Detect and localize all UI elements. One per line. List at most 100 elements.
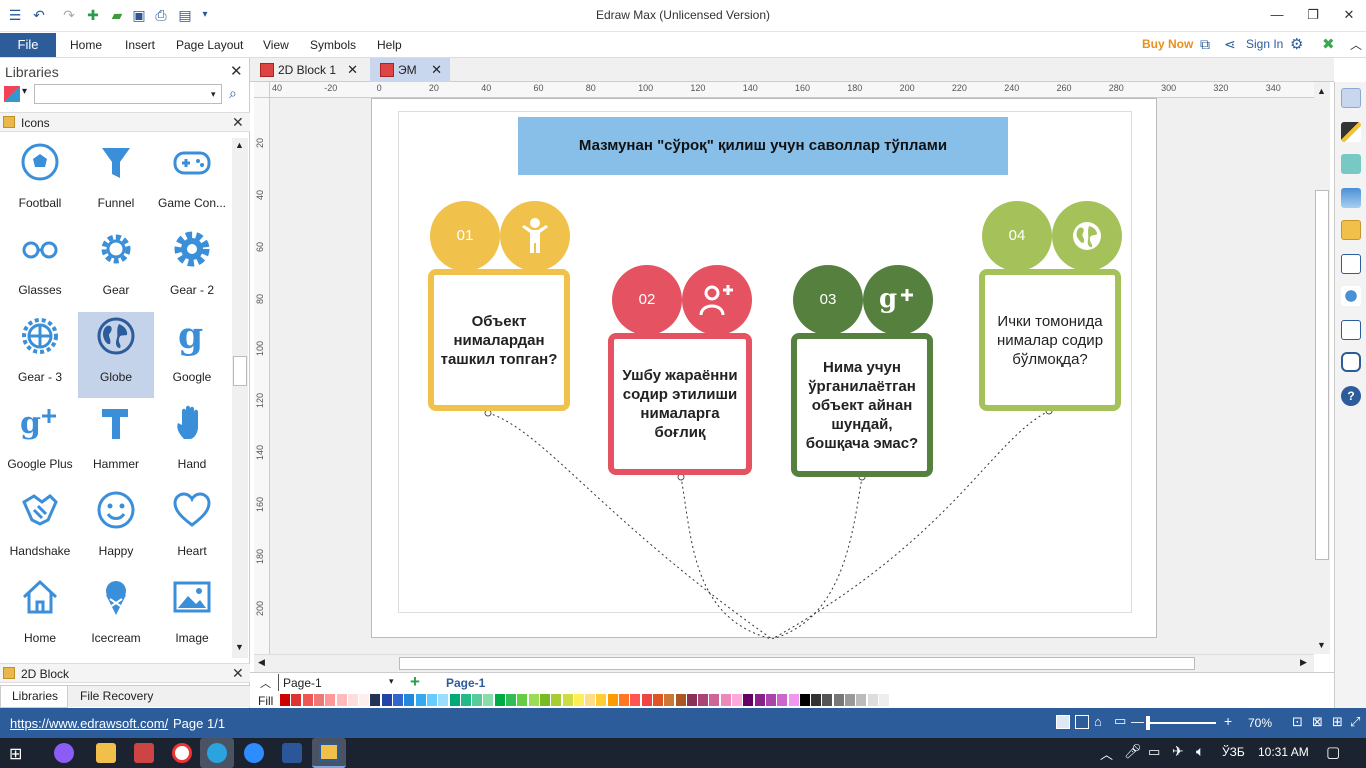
color-swatch[interactable] bbox=[777, 694, 788, 706]
step-2-number-circle[interactable]: 02 bbox=[612, 265, 682, 335]
zoom-out-icon[interactable]: — bbox=[1131, 714, 1144, 729]
page-tab[interactable]: Page-1 bbox=[446, 676, 486, 690]
doc-tab-2d-block-1[interactable]: 2D Block 1 ✕ bbox=[250, 58, 366, 82]
color-swatch[interactable] bbox=[619, 694, 629, 706]
yandex-browser-icon[interactable] bbox=[172, 743, 192, 763]
addons-icon[interactable]: ✖ bbox=[1322, 36, 1335, 53]
color-swatch[interactable] bbox=[426, 694, 437, 706]
doc-tab-em[interactable]: ЭМ ✕ bbox=[370, 58, 450, 82]
color-swatch[interactable] bbox=[562, 694, 573, 706]
library-item-game-con[interactable]: Game Con... bbox=[154, 138, 230, 224]
color-swatch[interactable] bbox=[709, 694, 720, 706]
color-swatch[interactable] bbox=[359, 694, 370, 706]
library-item-hammer[interactable]: Hammer bbox=[78, 399, 154, 485]
color-swatch[interactable] bbox=[460, 694, 471, 706]
image-icon[interactable] bbox=[1341, 188, 1361, 208]
color-swatch[interactable] bbox=[878, 694, 889, 706]
color-swatch[interactable] bbox=[652, 694, 663, 706]
canvas-vertical-scrollbar[interactable]: ▲ ▼ bbox=[1314, 82, 1330, 654]
notifications-icon[interactable]: ▢ bbox=[1326, 744, 1341, 761]
library-item-heart[interactable]: Heart bbox=[154, 486, 230, 572]
undo-icon[interactable]: ↶ bbox=[33, 7, 45, 23]
canvas-horizontal-scrollbar[interactable]: ◀ ▶ bbox=[254, 654, 1314, 672]
category-2d-block[interactable]: 2D Block ✕ bbox=[0, 663, 250, 683]
color-swatch[interactable] bbox=[280, 694, 290, 706]
customize-quick-access-icon[interactable]: ▾ bbox=[202, 9, 208, 20]
new-icon[interactable]: ✚ bbox=[87, 7, 99, 23]
color-swatch[interactable] bbox=[596, 694, 607, 706]
color-swatch[interactable] bbox=[743, 694, 754, 706]
close-button[interactable]: ✕ bbox=[1343, 7, 1355, 22]
restore-button[interactable]: ❐ bbox=[1307, 7, 1319, 22]
library-item-gear[interactable]: Gear bbox=[78, 225, 154, 311]
search-icon[interactable]: ⌕ bbox=[229, 85, 237, 101]
category-icons[interactable]: Icons ✕ bbox=[0, 112, 250, 132]
app-menu-icon[interactable]: ☰ bbox=[8, 7, 22, 23]
library-item-image[interactable]: Image bbox=[154, 573, 230, 648]
windows-start-icon[interactable]: ⊞ bbox=[9, 746, 23, 763]
library-item-hand[interactable]: Hand bbox=[154, 399, 230, 485]
minimize-button[interactable]: — bbox=[1270, 7, 1284, 22]
color-swatch[interactable] bbox=[607, 694, 618, 706]
color-swatch[interactable] bbox=[664, 694, 675, 706]
library-item-happy[interactable]: Happy bbox=[78, 486, 154, 572]
color-swatch[interactable] bbox=[630, 694, 641, 706]
color-swatch[interactable] bbox=[381, 694, 392, 706]
color-swatch[interactable] bbox=[313, 694, 324, 706]
color-swatch[interactable] bbox=[845, 694, 855, 706]
color-swatch[interactable] bbox=[415, 694, 426, 706]
color-swatch[interactable] bbox=[788, 694, 799, 706]
library-item-handshake[interactable]: Handshake bbox=[2, 486, 78, 572]
zoom-slider[interactable] bbox=[1146, 716, 1216, 730]
library-item-icecream[interactable]: Icecream bbox=[78, 573, 154, 648]
language-indicator[interactable]: ЎЗБ bbox=[1222, 745, 1245, 759]
step-3-card[interactable]: Нима учун ўрганилаётган объект айнан шун… bbox=[791, 333, 933, 477]
show-hidden-icons-icon[interactable]: ︿ bbox=[1100, 747, 1114, 762]
file-explorer-icon[interactable] bbox=[96, 743, 116, 763]
fit-icon[interactable]: ▭ bbox=[1114, 713, 1127, 728]
step-4-card[interactable]: Ички томонида нималар содир бўлмоқда? bbox=[979, 269, 1121, 411]
file-menu[interactable]: File bbox=[0, 33, 56, 57]
color-swatch[interactable] bbox=[302, 694, 313, 706]
color-swatch[interactable] bbox=[347, 694, 358, 706]
color-swatch[interactable] bbox=[732, 694, 742, 706]
drawing-page[interactable]: Мазмунан "сўроқ" қилиш учун саволлар тўп… bbox=[371, 98, 1157, 639]
tab-file-recovery[interactable]: File Recovery bbox=[80, 689, 154, 703]
color-swatch[interactable] bbox=[449, 694, 460, 706]
color-swatch[interactable] bbox=[325, 694, 336, 706]
add-page-icon[interactable]: + bbox=[410, 672, 420, 691]
drawing-canvas[interactable]: Мазмунан "сўроқ" қилиш учун саволлар тўп… bbox=[270, 98, 1314, 654]
battery-icon[interactable]: ▭ bbox=[1148, 744, 1161, 759]
volume-icon[interactable]: 🔈︎ bbox=[1196, 743, 1205, 759]
step-1-card[interactable]: Объект нималардан ташкил топган? bbox=[428, 269, 570, 411]
step-1-icon-circle[interactable] bbox=[500, 201, 570, 271]
color-swatch[interactable] bbox=[799, 694, 810, 706]
normal-view-icon[interactable] bbox=[1056, 715, 1070, 729]
color-swatch[interactable] bbox=[573, 694, 584, 706]
color-swatch[interactable] bbox=[494, 694, 505, 706]
menu-help[interactable]: Help bbox=[377, 38, 402, 52]
color-swatch[interactable] bbox=[754, 694, 765, 706]
color-swatch[interactable] bbox=[506, 694, 516, 706]
help-icon[interactable]: ? bbox=[1341, 386, 1361, 406]
zoom-app-icon[interactable] bbox=[244, 743, 264, 763]
open-icon[interactable]: ▰ bbox=[111, 7, 123, 23]
color-swatch[interactable] bbox=[370, 694, 381, 706]
expand-icon[interactable]: ⤢ bbox=[1350, 714, 1361, 729]
export-icon[interactable]: ▤ bbox=[178, 7, 192, 23]
library-grid-icon[interactable] bbox=[4, 86, 20, 102]
diagram-heading[interactable]: Мазмунан "сўроқ" қилиш учун саволлар тўп… bbox=[518, 117, 1008, 175]
clock[interactable]: 10:31 AM bbox=[1258, 745, 1309, 759]
fit-page-icon[interactable]: ⊡ bbox=[1292, 714, 1303, 729]
library-item-football[interactable]: Football bbox=[2, 138, 78, 224]
layers-icon[interactable] bbox=[1341, 220, 1361, 240]
color-swatch[interactable] bbox=[517, 694, 528, 706]
close-tab-icon[interactable]: ✕ bbox=[347, 62, 358, 77]
fit-width-icon[interactable]: ⊠ bbox=[1312, 714, 1323, 729]
menu-view[interactable]: View bbox=[263, 38, 289, 52]
step-1-number-circle[interactable]: 01 bbox=[430, 201, 500, 271]
color-swatch[interactable] bbox=[833, 694, 844, 706]
color-swatch[interactable] bbox=[393, 694, 403, 706]
